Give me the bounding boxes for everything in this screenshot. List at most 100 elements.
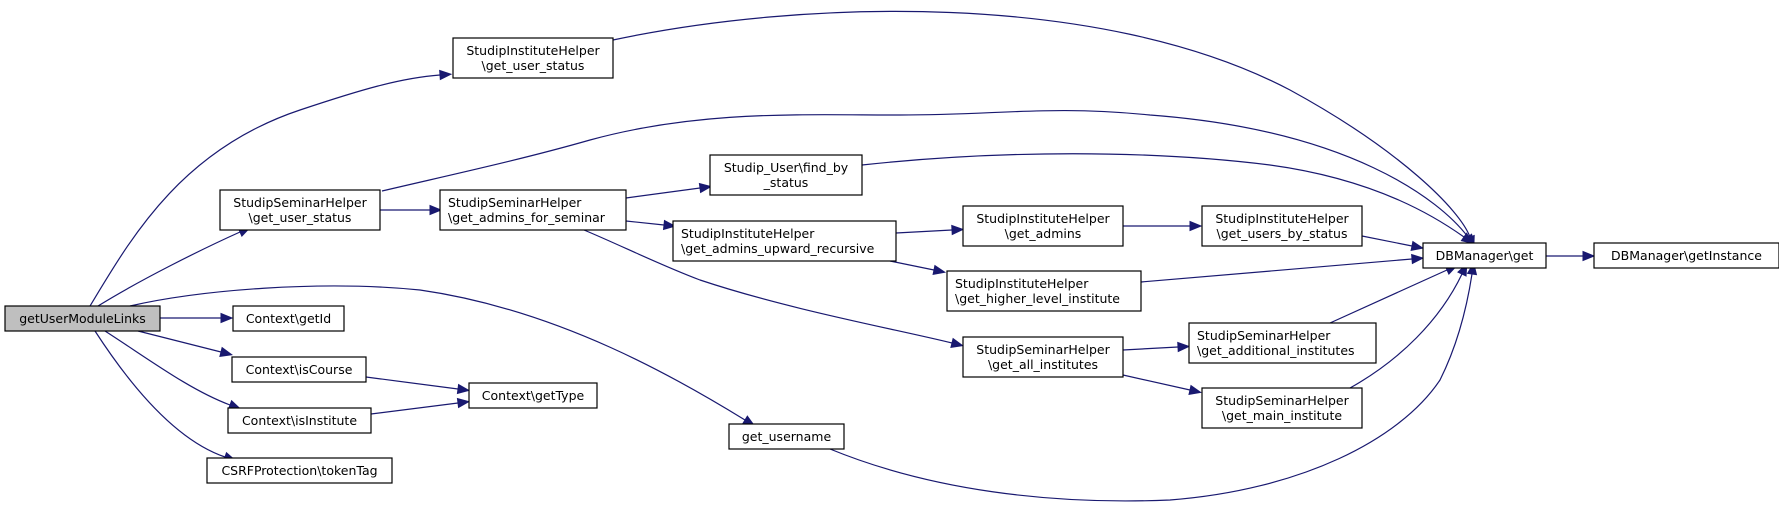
arrowhead-icon [439,69,453,81]
node-label: get_username [742,429,832,444]
arrowhead-icon [1460,232,1475,245]
edge-root-to-get_username [129,285,746,421]
arrowhead-icon [429,204,443,216]
node-box[interactable] [1201,387,1363,429]
node-label: \get_user_status [249,210,352,225]
edge-ssh_get_admins_for_seminar-to-ssh_get_all_institutes [583,229,953,344]
arrowhead-icon [951,224,965,236]
node-label: \get_higher_level_institute [955,291,1120,306]
node-box[interactable] [439,189,627,231]
node-label: StudipSeminarHelper [448,195,582,210]
node-label: StudipInstituteHelper [1215,211,1349,226]
arrowhead-icon [1411,253,1425,265]
edge-ctx_isInstitute-to-ctx_getType [370,402,459,415]
node-label: \get_admins_for_seminar [448,210,606,225]
node-box[interactable] [1593,242,1779,269]
node-label: \get_users_by_status [1216,226,1347,241]
nodes-layer: getUserModuleLinks Context\getIdContext\i… [4,37,1779,484]
node-label: StudipInstituteHelper [466,43,600,58]
node-su_find_by_status[interactable]: Studip_User\find_by_status [709,154,863,196]
edge-sih_get_user_status-to-dbm_get [612,10,1471,238]
node-ssh_get_main_institute[interactable]: StudipSeminarHelper\get_main_institute [1201,387,1363,429]
edge-root-to-ctx_isInstitute [104,330,231,406]
node-label: DBManager\getInstance [1611,248,1762,263]
node-sih_get_user_status[interactable]: StudipInstituteHelper\get_user_status [452,37,614,79]
node-box[interactable] [728,423,845,450]
arrowhead-icon [1582,250,1596,262]
node-box[interactable] [1422,242,1547,269]
node-get_username[interactable]: get_username [728,423,845,450]
node-root[interactable]: getUserModuleLinks [4,305,161,332]
arrowhead-icon [950,337,964,348]
arrowhead-icon [456,383,471,395]
node-box[interactable] [232,305,345,332]
node-box[interactable] [468,382,598,409]
node-box[interactable] [231,356,367,383]
node-label: \get_admins [1005,226,1082,241]
node-sih_get_users_by_status[interactable]: StudipInstituteHelper\get_users_by_statu… [1201,205,1363,247]
node-box[interactable] [962,205,1124,247]
node-label: \get_main_institute [1222,408,1342,423]
edge-root-to-ctx_isCourse [137,330,222,353]
node-label: \get_user_status [482,58,585,73]
node-sih_get_admins[interactable]: StudipInstituteHelper\get_admins [962,205,1124,247]
node-box[interactable] [452,37,614,79]
node-label: StudipInstituteHelper [681,226,815,241]
node-box[interactable] [946,270,1142,312]
node-label: StudipInstituteHelper [955,276,1089,291]
node-label: StudipSeminarHelper [976,342,1110,357]
node-label: CSRFProtection\tokenTag [221,463,377,478]
node-box[interactable] [4,305,161,332]
node-ssh_get_all_institutes[interactable]: StudipSeminarHelper\get_all_institutes [962,336,1124,378]
node-label: Context\isInstitute [242,413,357,428]
node-label: \get_admins_upward_recursive [681,241,875,256]
node-box[interactable] [1188,322,1377,364]
arrowhead-icon [662,219,677,231]
node-box[interactable] [672,220,897,262]
node-label: Studip_User\find_by [724,160,849,175]
edges-layer [89,10,1596,502]
node-box[interactable] [962,336,1124,378]
node-ssh_get_additional_institutes[interactable]: StudipSeminarHelper\get_additional_insti… [1188,322,1377,364]
node-csrf_tokenTag[interactable]: CSRFProtection\tokenTag [206,457,393,484]
edge-root-to-sih_get_user_status [89,74,441,307]
node-sih_get_admins_upward_recursive[interactable]: StudipInstituteHelper\get_admins_upward_… [672,220,897,262]
arrowhead-icon [220,312,234,324]
node-box[interactable] [219,189,381,231]
arrowhead-icon [698,182,713,194]
node-label: \get_additional_institutes [1197,343,1355,358]
node-dbm_getInstance[interactable]: DBManager\getInstance [1593,242,1779,269]
edge-ssh_get_user_status-to-dbm_get [381,109,1469,238]
node-ctx_getType[interactable]: Context\getType [468,382,598,409]
node-ssh_get_user_status[interactable]: StudipSeminarHelper\get_user_status [219,189,381,231]
edge-ssh_get_main_institute-to-dbm_get [1349,273,1463,389]
node-ssh_get_admins_for_seminar[interactable]: StudipSeminarHelper\get_admins_for_semin… [439,189,627,231]
node-ctx_isInstitute[interactable]: Context\isInstitute [227,407,372,434]
edge-get_username-to-dbm_get [829,273,1473,502]
edge-ssh_get_all_institutes-to-ssh_get_additional_institutes [1122,346,1179,351]
node-label: Context\isCourse [246,362,353,377]
edge-sih_get_admins_upward_recursive-to-sih_get_admins [895,229,953,234]
node-box[interactable] [227,407,372,434]
node-label: DBManager\get [1436,248,1534,263]
node-box[interactable] [709,154,863,196]
node-label: Context\getType [482,388,585,403]
arrowhead-icon [932,264,947,276]
edge-ssh_get_additional_institutes-to-dbm_get [1329,269,1448,324]
node-label: StudipSeminarHelper [1215,393,1349,408]
node-ctx_isCourse[interactable]: Context\isCourse [231,356,367,383]
edge-sih_get_users_by_status-to-dbm_get [1361,235,1413,247]
arrowhead-icon [219,346,233,357]
node-label: \get_all_institutes [988,357,1098,372]
edge-root-to-ssh_get_user_status [97,231,241,307]
node-sih_get_higher_level_institute[interactable]: StudipInstituteHelper\get_higher_level_i… [946,270,1142,312]
edge-ssh_get_all_institutes-to-ssh_get_main_institute [1122,374,1191,391]
edge-ssh_get_admins_for_seminar-to-su_find_by_status [625,187,701,199]
node-box[interactable] [1201,205,1363,247]
node-dbm_get[interactable]: DBManager\get [1422,242,1547,269]
arrowhead-icon [1188,384,1203,396]
node-ctx_getId[interactable]: Context\getId [232,305,345,332]
edge-root-to-csrf_tokenTag [94,330,226,458]
node-box[interactable] [206,457,393,484]
